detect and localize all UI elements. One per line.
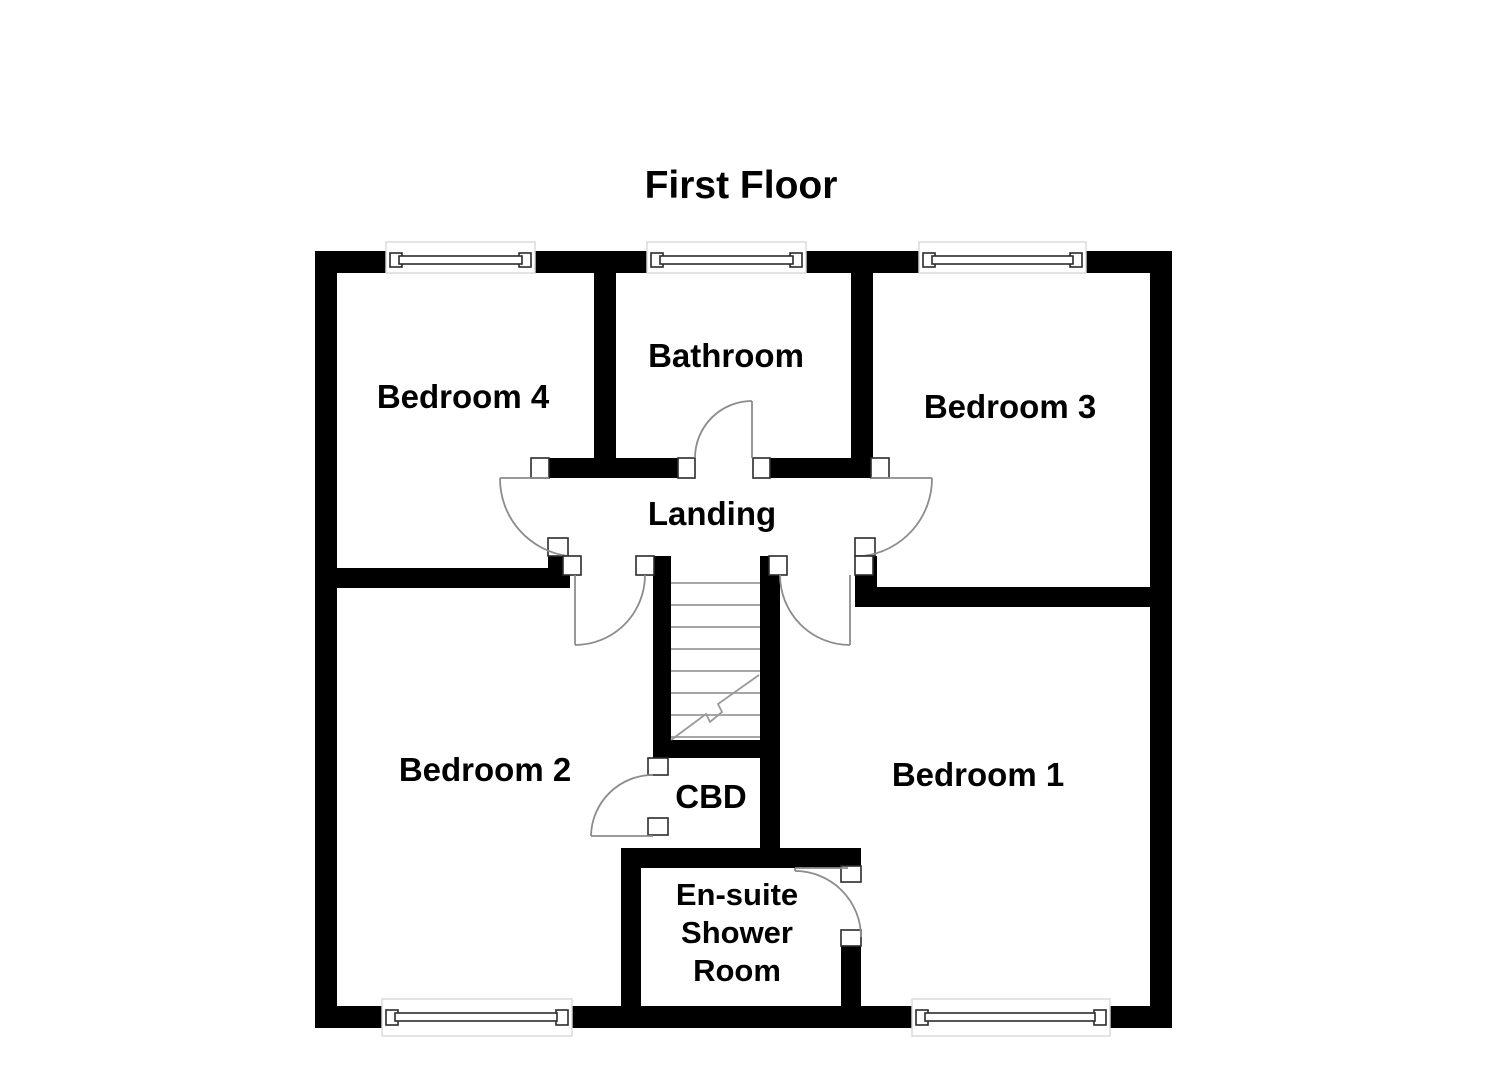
doors <box>499 400 933 947</box>
wall-ensuite-right-lower <box>841 946 861 1026</box>
wall-bed4-bathroom <box>594 251 616 473</box>
wall-bed4-landing-top <box>548 458 678 478</box>
wall-top-seg-2 <box>532 251 651 273</box>
window-bedroom-4 <box>385 241 536 274</box>
room-label-bathroom: Bathroom <box>648 337 804 374</box>
wall-stair-left <box>653 556 671 758</box>
room-label-bedroom-2: Bedroom 2 <box>399 751 571 788</box>
room-label-cbd: CBD <box>675 778 747 815</box>
wall-bathroom-landing-top <box>753 458 873 478</box>
room-label-bedroom-3: Bedroom 3 <box>924 388 1096 425</box>
room-label-bedroom-4: Bedroom 4 <box>377 378 550 415</box>
wall-bottom-seg-1 <box>315 1006 387 1028</box>
window-bedroom-2 <box>381 998 573 1037</box>
door-bedroom-3 <box>854 457 933 557</box>
outer-walls <box>315 251 1172 1028</box>
door-bedroom-4 <box>499 457 569 557</box>
window-bedroom-3 <box>918 241 1087 274</box>
room-label-landing: Landing <box>648 495 776 532</box>
wall-bed4-bed2 <box>315 568 563 588</box>
wall-left <box>315 251 337 1028</box>
door-ensuite <box>794 865 862 947</box>
door-cbd <box>590 757 669 837</box>
staircase <box>670 582 760 741</box>
door-bedroom-1 <box>768 555 874 646</box>
room-label-ensuite-line-1: En-suite <box>676 877 798 912</box>
wall-bathroom-bed3 <box>851 251 873 473</box>
room-labels: Bedroom 4 Bathroom Bedroom 3 Landing Bed… <box>377 337 1096 988</box>
window-bathroom <box>646 241 807 274</box>
wall-bottom-seg-3 <box>1105 1006 1172 1028</box>
wall-right <box>1150 251 1172 1028</box>
wall-top-seg-4 <box>1083 251 1172 273</box>
wall-bottom-seg-2 <box>567 1006 917 1028</box>
wall-ensuite-top <box>621 848 861 868</box>
windows <box>381 241 1111 1037</box>
room-label-ensuite-line-2: Shower <box>681 915 793 950</box>
wall-cbd-top <box>664 740 768 758</box>
window-bedroom-1 <box>911 998 1111 1037</box>
internal-walls <box>315 251 1156 1026</box>
wall-ensuite-left <box>621 848 641 1026</box>
door-bathroom <box>677 400 771 479</box>
page-title: First Floor <box>645 164 838 207</box>
room-label-ensuite-line-3: Room <box>693 953 781 988</box>
door-bedroom-2 <box>562 555 655 646</box>
wall-bed3-bed1 <box>866 587 1156 607</box>
wall-stair-right <box>760 556 780 858</box>
room-label-bedroom-1: Bedroom 1 <box>892 756 1064 793</box>
